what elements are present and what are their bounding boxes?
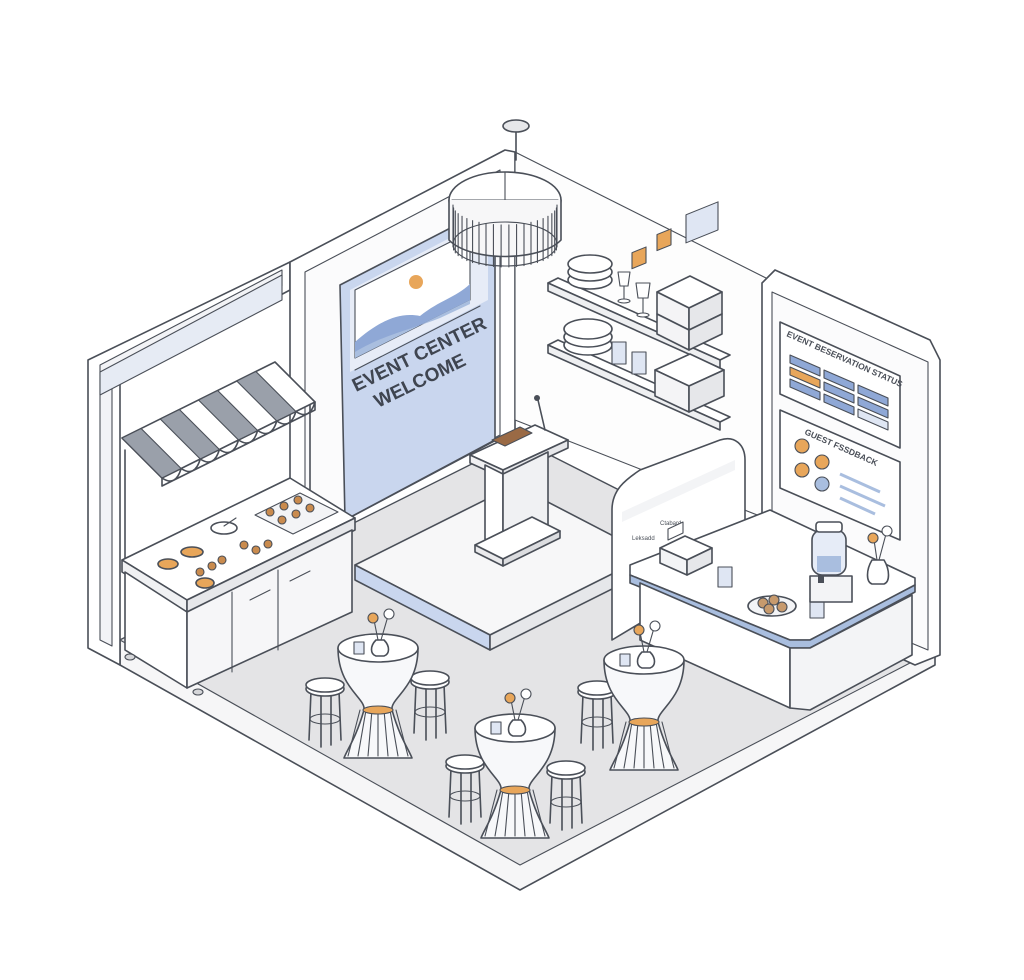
status-cell — [823, 393, 855, 416]
flower-vase-icon — [866, 525, 893, 585]
snack-item — [305, 503, 315, 513]
storage-box-lower — [654, 353, 725, 413]
kiosk-screen — [685, 201, 719, 244]
snack-item — [217, 555, 227, 565]
snack-item — [293, 495, 303, 505]
snack-item — [239, 540, 249, 550]
awning-icon — [121, 361, 316, 487]
water-glass-icon — [490, 721, 502, 735]
storage-box — [656, 275, 723, 351]
cocktail-tables — [305, 608, 685, 839]
kiosk-orange-square-2 — [656, 228, 672, 252]
status-cell — [823, 369, 855, 392]
cookie-plate — [747, 594, 797, 617]
kiosk-label-left: Leksadd — [632, 536, 655, 542]
bar-stool — [546, 760, 586, 831]
cash-register-icon — [659, 521, 713, 576]
food-bowl — [210, 517, 238, 535]
smiley-icon — [794, 438, 810, 454]
plate-stack-lower — [563, 318, 613, 356]
plate-stack — [567, 254, 613, 290]
smiley-icon-3 — [794, 462, 810, 478]
water-glass-icon — [717, 566, 733, 588]
snack-item — [207, 561, 217, 571]
water-glass-icon — [353, 641, 365, 655]
guest-feedback-board: GUEST FSSDBACK — [779, 409, 901, 541]
flower-vase-icon — [367, 608, 395, 657]
bar-stool — [445, 754, 485, 825]
snack-item — [277, 515, 287, 525]
food-station — [121, 361, 356, 696]
checkin-counter: Leksadd Ctabard — [611, 201, 916, 711]
shelves — [547, 254, 731, 431]
status-cell — [823, 381, 855, 404]
microphone-icon — [537, 399, 546, 431]
snack-item — [195, 567, 205, 577]
status-cell — [789, 378, 821, 401]
cocktail-table — [474, 688, 556, 839]
status-cell — [857, 396, 889, 419]
cocktail-table — [337, 608, 419, 759]
smiley-icon-2 — [814, 454, 830, 470]
snack-item — [263, 539, 273, 549]
status-cell — [857, 384, 889, 407]
status-cell — [789, 366, 821, 389]
podium-icon — [469, 395, 569, 567]
neutral-face-icon — [814, 476, 830, 492]
bar-stool — [410, 670, 450, 741]
food-bowl-2 — [157, 546, 215, 589]
flower-vase-icon — [633, 620, 661, 669]
bar-stool — [577, 680, 617, 751]
snack-item — [291, 509, 301, 519]
flower-vase-icon — [504, 688, 532, 737]
kiosk-label-right: Ctabard — [660, 521, 681, 527]
welcome-banner: EVENT CENTER WELCOME — [339, 204, 496, 521]
water-dispenser-icon — [809, 521, 853, 603]
wine-glass-icon — [617, 271, 651, 318]
bar-stool — [305, 677, 345, 748]
landscape-image-icon — [354, 231, 471, 359]
cocktail-table — [603, 620, 685, 771]
snack-item — [279, 501, 289, 511]
status-cell — [789, 354, 821, 377]
snack-item — [265, 507, 275, 517]
water-glass-icon — [619, 653, 631, 667]
chandelier-icon — [448, 119, 562, 268]
glass-icon — [611, 341, 647, 375]
kiosk-orange-square — [631, 246, 647, 270]
status-cell — [857, 408, 889, 431]
snack-item — [251, 545, 261, 555]
